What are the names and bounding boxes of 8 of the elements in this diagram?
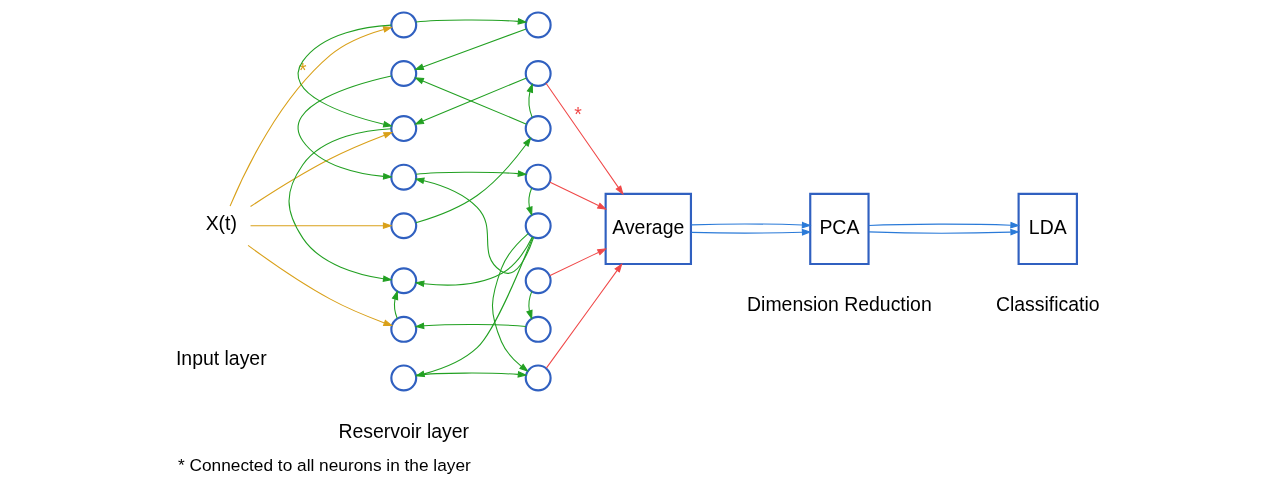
caption: * Connected to all neurons in the layer	[178, 454, 471, 475]
edge-label: *	[574, 103, 582, 126]
edge-label: *	[299, 59, 307, 82]
label: Dimension Reduction	[747, 293, 932, 316]
label: Reservoir layer	[338, 419, 470, 442]
node-text: X(t)	[205, 212, 237, 235]
label: Classificatio	[995, 293, 1100, 316]
label: Input layer	[175, 347, 267, 370]
